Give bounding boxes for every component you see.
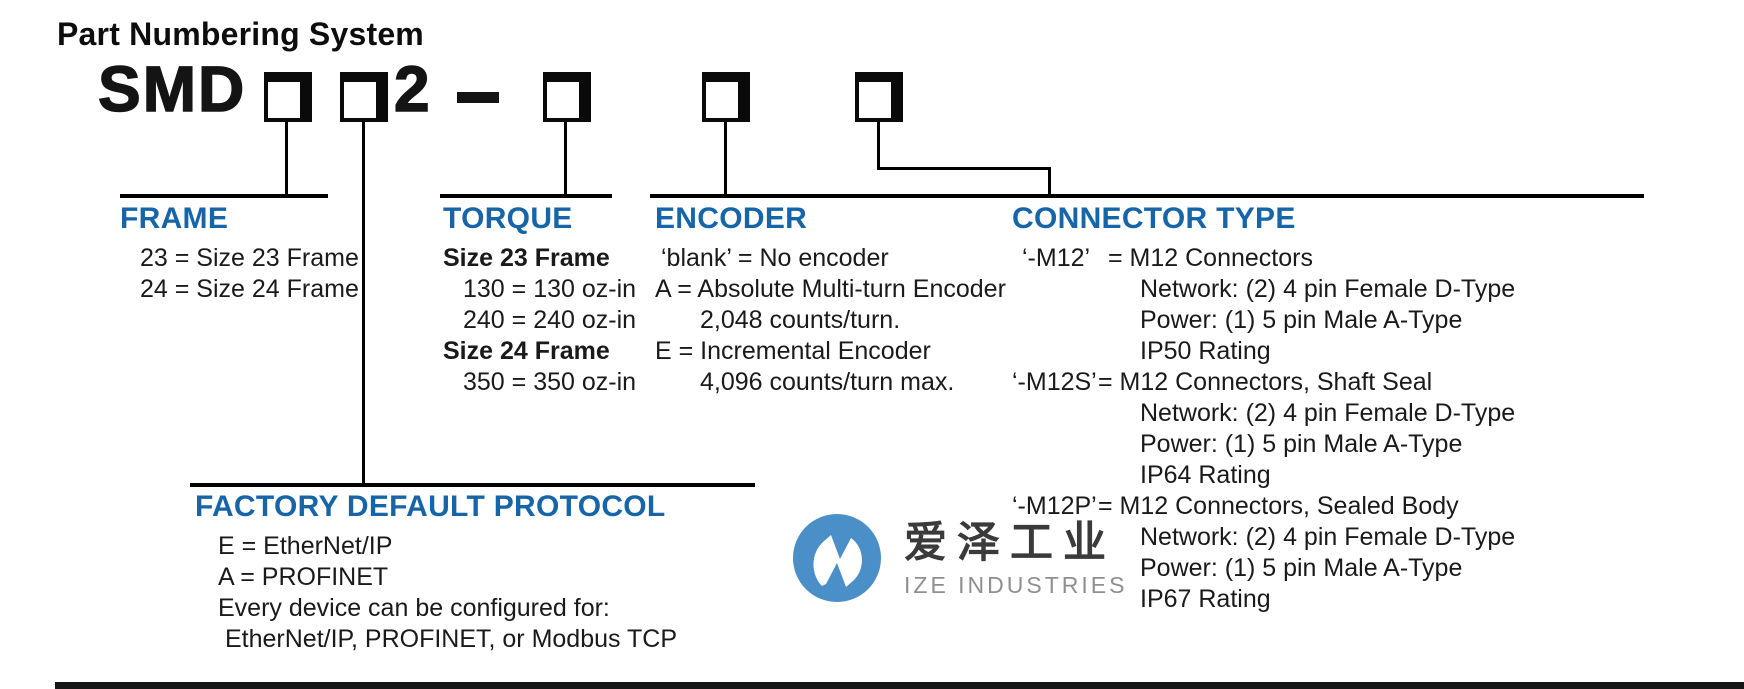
connector-rule xyxy=(1012,194,1644,198)
torque-size24-label: Size 24 Frame xyxy=(443,337,610,365)
dash-separator xyxy=(457,92,499,103)
page-title: Part Numbering System xyxy=(57,16,424,52)
ize-logo-english-name: IZE INDUSTRIES xyxy=(904,572,1128,598)
connector-detail: Power: (1) 5 pin Male A-Type xyxy=(1140,554,1463,582)
field-box-torque xyxy=(543,72,591,122)
frame-item: 23 = Size 23 Frame xyxy=(140,244,359,272)
connector-detail: IP64 Rating xyxy=(1140,461,1271,489)
leader-line-frame xyxy=(285,122,288,198)
connector-option-name: = M12 Connectors xyxy=(1108,244,1313,272)
torque-heading: TORQUE xyxy=(443,202,573,235)
torque-item: 350 = 350 oz-in xyxy=(463,368,637,396)
ize-logo-text: 爱泽工业 IZE INDUSTRIES xyxy=(904,512,1127,599)
leader-line-encoder xyxy=(724,122,727,198)
connector-heading: CONNECTOR TYPE xyxy=(1012,202,1296,235)
frame-item: 24 = Size 24 Frame xyxy=(140,275,359,303)
connector-option-m12: ‘-M12’ = M12 Connectors xyxy=(1012,243,1515,274)
leader-line-connector-down xyxy=(1048,167,1051,198)
torque-size23-label: Size 23 Frame xyxy=(443,244,610,272)
connector-detail: Network: (2) 4 pin Female D-Type xyxy=(1140,275,1516,303)
connector-detail: IP67 Rating xyxy=(1140,585,1271,613)
protocol-line: A = PROFINET xyxy=(218,563,389,591)
torque-item: 240 = 240 oz-in xyxy=(463,306,637,334)
field-box-connector xyxy=(855,72,903,122)
leader-line-connector-across xyxy=(877,167,1051,170)
torque-section: TORQUE Size 23 Frame 130 = 130 oz-in 240… xyxy=(443,202,636,398)
leader-line-torque xyxy=(564,122,567,198)
connector-detail: Power: (1) 5 pin Male A-Type xyxy=(1140,306,1463,334)
torque-item: 130 = 130 oz-in xyxy=(463,275,637,303)
ize-logo-chinese-name: 爱泽工业 xyxy=(904,519,1116,567)
frame-section: FRAME 23 = Size 23 Frame 24 = Size 24 Fr… xyxy=(120,202,359,305)
connector-detail: IP50 Rating xyxy=(1140,337,1271,365)
encoder-rule xyxy=(650,194,1238,198)
ize-logo: 爱泽工业 IZE INDUSTRIES xyxy=(792,512,1127,604)
encoder-section: ENCODER ‘blank’ = No encoder A = Absolut… xyxy=(655,202,1006,398)
leader-line-protocol xyxy=(362,122,365,485)
connector-option-code: ‘-M12S’ xyxy=(1012,368,1097,396)
frame-heading: FRAME xyxy=(120,202,229,235)
field-box-encoder xyxy=(702,72,750,122)
connector-section: CONNECTOR TYPE ‘-M12’ = M12 Connectors N… xyxy=(1012,202,1515,615)
part-number-prefix: SMD xyxy=(97,52,247,126)
protocol-line: EtherNet/IP, PROFINET, or Modbus TCP xyxy=(225,625,678,653)
page-bottom-rule xyxy=(55,682,1744,689)
protocol-rule xyxy=(190,483,755,487)
protocol-heading: FACTORY DEFAULT PROTOCOL xyxy=(195,490,666,523)
encoder-line: 2,048 counts/turn. xyxy=(700,306,901,334)
connector-option-code: ‘-M12’ xyxy=(1022,244,1091,272)
field-box-protocol xyxy=(340,72,388,122)
ize-logo-mark xyxy=(793,514,881,602)
connector-option-m12p: ‘-M12P’ = M12 Connectors, Sealed Body xyxy=(1012,491,1515,522)
encoder-line: E = Incremental Encoder xyxy=(655,337,931,365)
encoder-line: 4,096 counts/turn max. xyxy=(700,368,955,396)
connector-detail: Network: (2) 4 pin Female D-Type xyxy=(1140,399,1516,427)
encoder-heading: ENCODER xyxy=(655,202,808,235)
torque-rule xyxy=(440,194,612,198)
protocol-line: Every device can be configured for: xyxy=(218,594,610,622)
connector-detail: Network: (2) 4 pin Female D-Type xyxy=(1140,523,1516,551)
connector-option-code: ‘-M12P’ xyxy=(1012,492,1097,520)
connector-option-m12s: ‘-M12S’ = M12 Connectors, Shaft Seal xyxy=(1012,367,1515,398)
protocol-line: E = EtherNet/IP xyxy=(218,532,393,560)
leader-line-connector-drop xyxy=(877,122,880,170)
encoder-line: A = Absolute Multi-turn Encoder xyxy=(655,275,1006,303)
connector-option-name: = M12 Connectors, Sealed Body xyxy=(1098,492,1459,520)
connector-detail: Power: (1) 5 pin Male A-Type xyxy=(1140,430,1463,458)
protocol-section: FACTORY DEFAULT PROTOCOL E = EtherNet/IP… xyxy=(195,490,677,655)
connector-option-name: = M12 Connectors, Shaft Seal xyxy=(1098,368,1433,396)
encoder-line: ‘blank’ = No encoder xyxy=(661,244,889,272)
part-number-fixed-digit: 2 xyxy=(393,52,432,126)
frame-rule xyxy=(120,194,328,198)
field-box-frame xyxy=(264,72,312,122)
